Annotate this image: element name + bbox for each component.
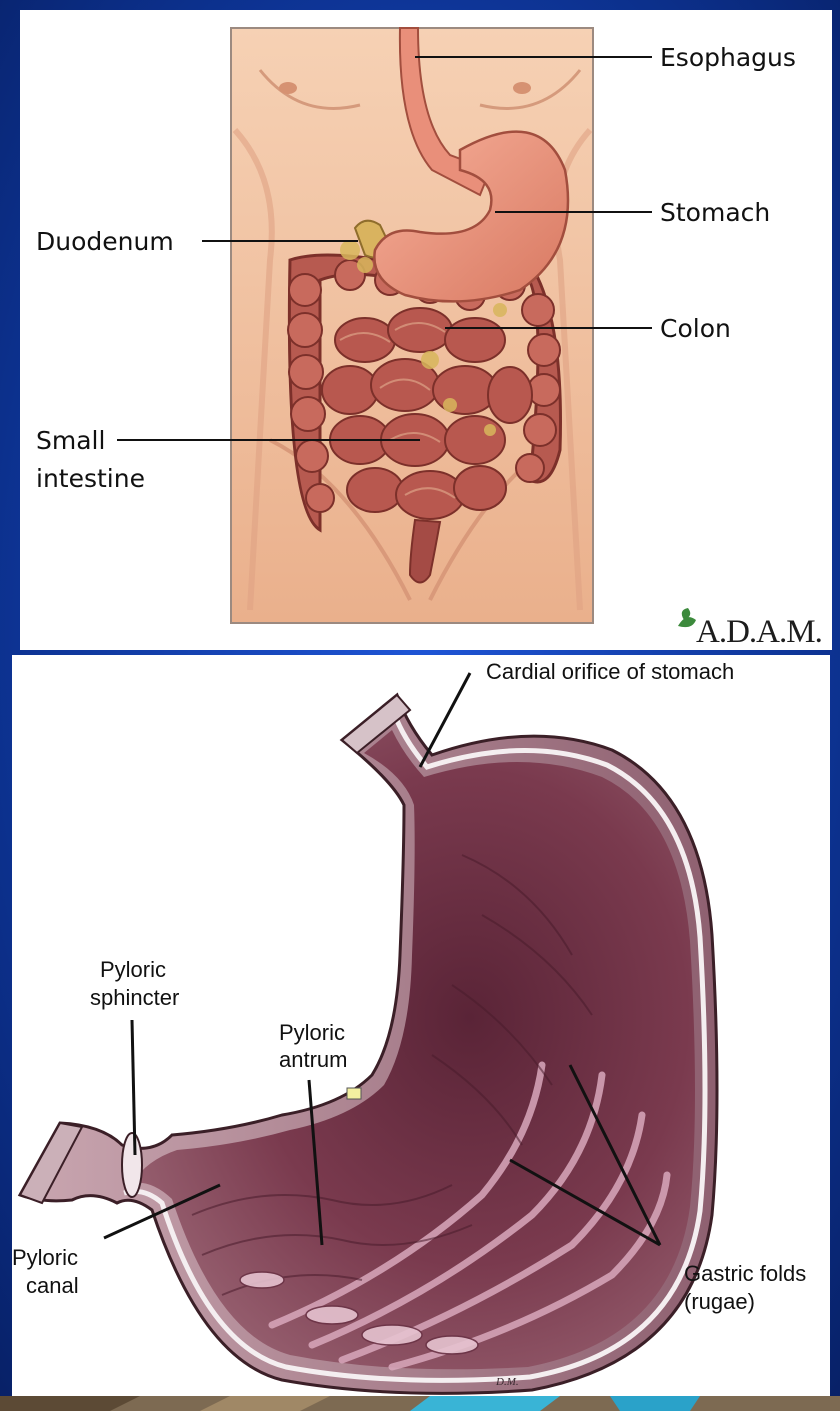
label-pyloric-sphincter-line1: Pyloric <box>100 957 166 982</box>
label-cardial-orifice: Cardial orifice of stomach <box>486 659 734 684</box>
marker-square <box>346 1087 362 1100</box>
digestive-system-diagram: Esophagus Stomach Duodenum Colon Small i… <box>20 10 832 650</box>
leader-lines-bottom <box>103 672 662 1247</box>
adam-credit-text: A.D.A.M. <box>696 614 822 650</box>
label-small-intestine-line1: Small <box>36 426 105 455</box>
label-small-intestine-line2: intestine <box>36 464 145 493</box>
stomach-cross-section-illustration: Cardial orifice of stomach Pyloric sphin… <box>12 659 806 1395</box>
label-pyloric-sphincter-line2: sphincter <box>90 985 179 1010</box>
adam-logo: A.D.A.M. <box>678 608 823 650</box>
leader-lines <box>117 56 652 441</box>
digestive-system-illustration: Esophagus Stomach Duodenum Colon Small i… <box>36 27 823 650</box>
label-pyloric-antrum-line1: Pyloric <box>279 1020 345 1045</box>
label-duodenum: Duodenum <box>36 227 174 256</box>
label-gastric-folds-line1: Gastric folds <box>684 1261 806 1286</box>
label-pyloric-canal-line2: canal <box>26 1273 79 1298</box>
label-gastric-folds-line2: (rugae) <box>684 1289 755 1314</box>
label-pyloric-antrum-line2: antrum <box>279 1047 347 1072</box>
stomach-cross-section-diagram: Cardial orifice of stomach Pyloric sphin… <box>12 655 830 1396</box>
label-esophagus: Esophagus <box>660 43 796 72</box>
label-pyloric-canal-line1: Pyloric <box>12 1245 78 1270</box>
stomach-organ <box>373 130 570 303</box>
artist-initials: D.M. <box>495 1376 519 1388</box>
label-stomach: Stomach <box>660 198 770 227</box>
label-colon: Colon <box>660 314 731 343</box>
stomach-lumen <box>132 730 695 1370</box>
